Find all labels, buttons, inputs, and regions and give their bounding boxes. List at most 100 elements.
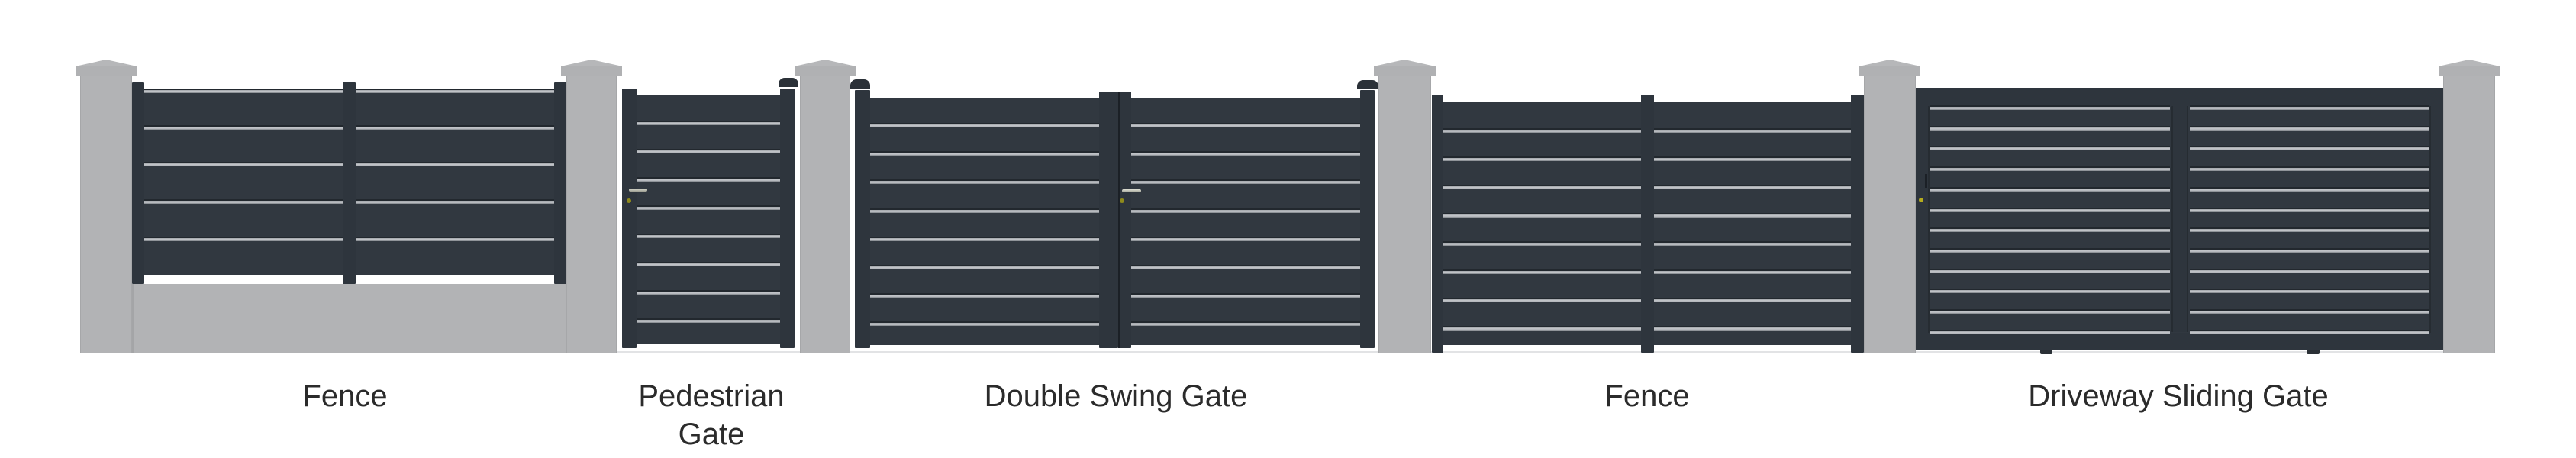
- gate-stile-center-right: [1120, 92, 1131, 348]
- pillar-body: [80, 76, 132, 353]
- pillar-cap: [561, 66, 622, 76]
- slat-gap: [2190, 227, 2429, 229]
- slat-gap: [1443, 298, 1641, 299]
- slat-gap: [356, 162, 554, 163]
- slat-line: [870, 295, 1099, 298]
- gate-leaf-left-panel: [870, 98, 1099, 345]
- sliding-gate-top-rail: [1916, 88, 2443, 106]
- slat-gap: [1654, 128, 1851, 130]
- slat-line: [356, 201, 554, 204]
- slat-line: [1443, 214, 1641, 218]
- slat-line: [637, 179, 780, 182]
- slat-line: [144, 238, 343, 241]
- slat-line: [870, 210, 1099, 213]
- slat-gap: [1131, 293, 1360, 295]
- slat-gap: [1654, 241, 1851, 243]
- slat-gap: [1131, 208, 1360, 210]
- slat-gap: [1131, 123, 1360, 124]
- slat-line: [1131, 210, 1360, 213]
- label-double-swing-gate: Double Swing Gate: [984, 379, 1248, 413]
- pillar-cap-peak: [79, 60, 134, 66]
- slat-gap: [1930, 309, 2170, 311]
- slat-line: [870, 323, 1099, 326]
- slat-line: [637, 150, 780, 153]
- slat-gap: [1930, 187, 2170, 189]
- slat-line: [1131, 323, 1360, 326]
- slat-line: [870, 238, 1099, 241]
- pillar-cap: [76, 66, 137, 76]
- slat-line: [637, 263, 780, 266]
- slat-gap: [1930, 248, 2170, 250]
- slat-gap: [1654, 326, 1851, 327]
- slat-gap: [637, 149, 780, 150]
- keyhole-icon: [627, 198, 631, 203]
- ground-line: [1916, 351, 2443, 353]
- gate-panel: [637, 95, 780, 344]
- slat-line: [1930, 127, 2170, 131]
- pillar-cap: [1374, 66, 1436, 76]
- slat-line: [1930, 311, 2170, 314]
- gate-handle-icon[interactable]: [629, 189, 647, 192]
- slat-gap: [1930, 126, 2170, 127]
- slat-gap: [1443, 185, 1641, 186]
- slat-gap: [1131, 179, 1360, 181]
- slat-line: [2190, 147, 2429, 150]
- slat-line: [144, 127, 343, 130]
- slat-line: [144, 163, 343, 166]
- label-driveway-sliding-gate: Driveway Sliding Gate: [2028, 379, 2329, 413]
- slat-gap: [1930, 330, 2170, 331]
- gate-stile-right: [1360, 90, 1375, 348]
- slat-gap: [1443, 241, 1641, 243]
- slat-line: [1443, 158, 1641, 161]
- slat-gap: [870, 293, 1099, 295]
- fence-post-middle: [1641, 95, 1654, 353]
- slat-gap: [1131, 265, 1360, 266]
- slat-line: [1930, 229, 2170, 232]
- slat-line: [1654, 243, 1851, 246]
- sliding-gate-stile-right: [2429, 106, 2443, 333]
- slat-line: [1654, 271, 1851, 274]
- slat-gap: [1654, 269, 1851, 271]
- latch: [1925, 174, 1927, 188]
- gate-handle-icon[interactable]: [1122, 189, 1141, 192]
- slat-line: [1654, 158, 1851, 161]
- slat-gap: [356, 125, 554, 127]
- slat-gap: [1443, 213, 1641, 214]
- fence-post-left: [132, 82, 144, 284]
- slat-line: [1443, 186, 1641, 189]
- slat-line: [1131, 153, 1360, 156]
- slat-line: [870, 124, 1099, 127]
- wheel-icon: [2040, 350, 2052, 354]
- slat-gap: [870, 321, 1099, 323]
- slat-gap: [2190, 166, 2429, 168]
- fence-post-left: [1432, 95, 1443, 353]
- slat-gap: [637, 262, 780, 263]
- slat-line: [1930, 270, 2170, 273]
- gate-stile-left: [622, 89, 637, 348]
- wheel-icon: [2307, 350, 2320, 354]
- slat-line: [1930, 290, 2170, 293]
- gate-leaf-right-panel: [1131, 98, 1360, 345]
- slat-gap: [356, 199, 554, 201]
- sliding-gate-stile-left: [1916, 106, 1930, 333]
- slat-line: [144, 201, 343, 204]
- slat-gap: [1654, 156, 1851, 158]
- slat-gap: [356, 237, 554, 238]
- slat-line: [1930, 331, 2170, 334]
- sliding-gate-bottom-rail: [1916, 333, 2443, 350]
- slat-gap: [144, 237, 343, 238]
- slat-line: [1654, 130, 1851, 133]
- slat-line: [2190, 209, 2429, 212]
- slat-line: [1930, 147, 2170, 150]
- slat-line: [1930, 209, 2170, 212]
- pillar-cap-peak: [1862, 60, 1917, 66]
- slat-gap: [2190, 126, 2429, 127]
- slat-line: [356, 163, 554, 166]
- slat-line: [1131, 295, 1360, 298]
- slat-gap: [2190, 208, 2429, 209]
- slat-line: [1930, 250, 2170, 253]
- slat-line: [1131, 124, 1360, 127]
- slat-gap: [356, 89, 554, 90]
- slat-gap: [1930, 146, 2170, 147]
